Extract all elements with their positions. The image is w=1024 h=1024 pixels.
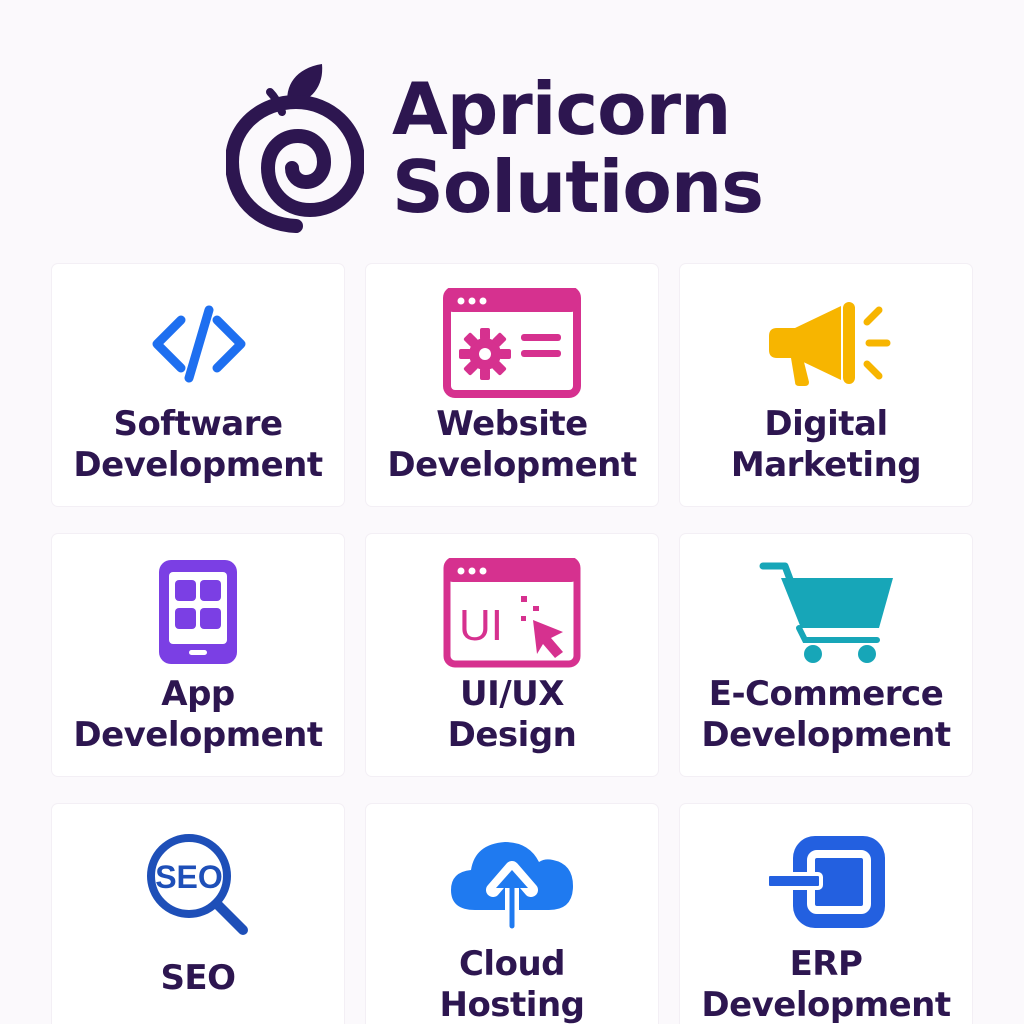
cloud-upload-icon — [437, 828, 587, 938]
services-grid: Software Development — [52, 264, 972, 1024]
service-card-software-development[interactable]: Software Development — [52, 264, 344, 506]
service-card-e-commerce-development[interactable]: E-Commerce Development — [680, 534, 972, 776]
service-label: Digital Marketing — [680, 404, 972, 486]
code-brackets-icon — [123, 288, 273, 398]
brand-name-line1: Apricorn — [392, 67, 731, 151]
service-label-line2: Development — [73, 715, 323, 755]
service-card-ui-ux-design[interactable]: UI UI/UX Design — [366, 534, 658, 776]
service-label-line1: Digital — [764, 404, 888, 444]
service-label-line1: UI/UX — [460, 674, 565, 714]
browser-gear-icon — [437, 288, 587, 398]
brand-name-line2: Solutions — [392, 145, 764, 229]
service-label-line2: Development — [701, 985, 951, 1024]
shopping-cart-icon — [751, 558, 901, 668]
brand-header: Apricorn Solutions — [220, 52, 820, 242]
service-label-line1: SEO — [160, 958, 236, 998]
service-card-erp-development[interactable]: ERP Development — [680, 804, 972, 1024]
service-label-line1: E-Commerce — [708, 674, 944, 714]
service-card-app-development[interactable]: App Development — [52, 534, 344, 776]
service-label: SEO — [52, 958, 344, 999]
ui-cursor-icon: UI — [437, 558, 587, 668]
service-label-line2: Hosting — [439, 985, 585, 1024]
service-label-line1: Cloud — [458, 944, 566, 984]
service-label-line1: Website — [436, 404, 588, 444]
service-card-seo[interactable]: SEO SEO — [52, 804, 344, 1024]
service-label: ERP Development — [680, 944, 972, 1024]
seo-magnifier-icon: SEO — [123, 828, 273, 938]
service-label: E-Commerce Development — [680, 674, 972, 756]
service-card-digital-marketing[interactable]: Digital Marketing — [680, 264, 972, 506]
service-label: App Development — [52, 674, 344, 756]
brand-name: Apricorn Solutions — [392, 67, 764, 229]
service-label: UI/UX Design — [366, 674, 658, 756]
service-label-line1: Software — [113, 404, 283, 444]
service-label: Website Development — [366, 404, 658, 486]
service-label-line1: ERP — [789, 944, 863, 984]
erp-module-icon — [751, 828, 901, 938]
service-card-website-development[interactable]: Website Development — [366, 264, 658, 506]
service-label-line2: Design — [447, 715, 577, 755]
megaphone-icon — [751, 288, 901, 398]
service-card-cloud-hosting[interactable]: Cloud Hosting — [366, 804, 658, 1024]
service-label-line2: Development — [387, 445, 637, 485]
service-label: Software Development — [52, 404, 344, 486]
service-label-line2: Marketing — [730, 445, 922, 485]
service-label-line1: App — [161, 674, 235, 714]
service-label-line2: Development — [701, 715, 951, 755]
mobile-app-icon — [123, 558, 273, 668]
seo-icon-text: SEO — [155, 859, 223, 895]
service-label-line2: Development — [73, 445, 323, 485]
service-label: Cloud Hosting — [366, 944, 658, 1024]
ui-icon-text: UI — [459, 601, 503, 650]
apricot-spiral-logo-icon — [224, 56, 366, 236]
